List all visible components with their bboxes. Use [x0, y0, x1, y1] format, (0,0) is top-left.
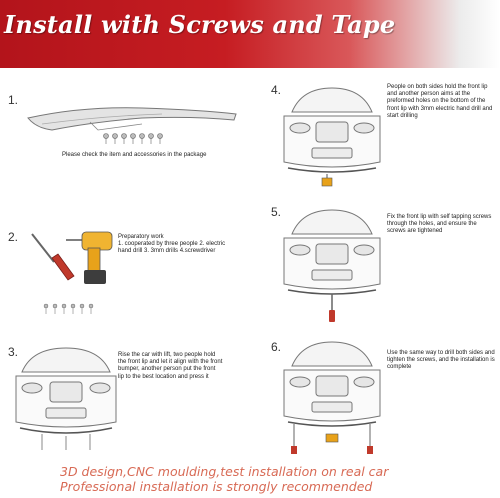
step-6-number: 6.: [271, 340, 282, 354]
step-6-caption: Use the same way to drill both sides and…: [387, 350, 495, 371]
footer-line-1: 3D design,CNC moulding,test installation…: [60, 464, 389, 479]
hand-drill-icon: [325, 433, 339, 443]
step-2-caption: Preparatory work 1. cooperated by three …: [118, 234, 226, 255]
step-4-caption: People on both sides hold the front lip …: [387, 84, 493, 119]
step-1-caption: Please check the item and accessories in…: [62, 152, 207, 158]
front-lip-and-screws-image: [27, 107, 237, 144]
step-3-car-image: [15, 347, 117, 450]
header-banner: Install with Screws and Tape: [0, 0, 500, 68]
electric-drill-icon: [66, 231, 113, 284]
screwdriver-icon: [31, 233, 75, 281]
step-3-number: 3.: [8, 345, 19, 359]
tools-image: [31, 231, 113, 314]
step-5-caption: Fix the front lip with self tapping scre…: [387, 214, 492, 235]
step-4-car-image: [283, 87, 381, 187]
footer-line-2: Professional installation is strongly re…: [60, 479, 373, 494]
step-1-number: 1.: [8, 93, 19, 107]
step-5-number: 5.: [271, 205, 282, 219]
step-2-number: 2.: [8, 230, 19, 244]
screwdriver-icon: [329, 294, 335, 322]
step-4-number: 4.: [271, 83, 282, 97]
step-6-car-image: [283, 341, 381, 454]
hand-drill-icon: [321, 174, 333, 187]
step-5-car-image: [283, 209, 381, 322]
step-3-caption: Rise the car with lift, two people hold …: [118, 352, 223, 380]
banner-title: Install with Screws and Tape: [4, 10, 396, 39]
